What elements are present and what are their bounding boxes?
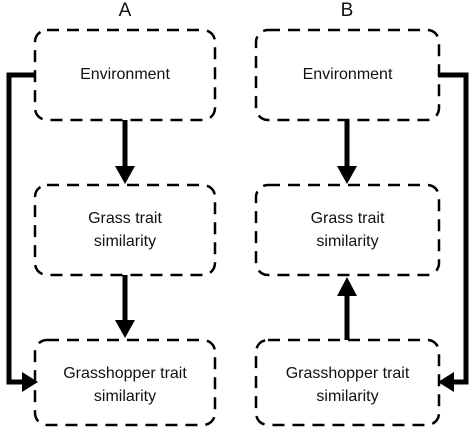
panel-b-grass-line1: Grass trait bbox=[310, 210, 385, 227]
panel-a-grass-line2: similarity bbox=[93, 233, 157, 250]
panel-a-env-to-grass-arrow bbox=[115, 120, 135, 184]
panel-a-grass-box bbox=[33, 183, 217, 277]
panel-a-grasshopper-label: Grasshopper trait similarity bbox=[35, 362, 215, 408]
panel-b-environment-label: Environment bbox=[256, 63, 439, 86]
panel-b-env-to-grasshopper-side-arrow bbox=[438, 72, 469, 392]
panel-b-letter: B bbox=[340, 0, 354, 21]
panel-a-grass-to-grasshopper-arrow bbox=[115, 275, 135, 338]
panel-a-letter: A bbox=[118, 0, 132, 21]
panel-a-grasshopper-line2: similarity bbox=[93, 388, 157, 405]
panel-a-environment-label: Environment bbox=[35, 63, 215, 86]
panel-b-grasshopper-line2: similarity bbox=[316, 388, 379, 405]
panel-a-grasshopper-line1: Grasshopper trait bbox=[63, 365, 187, 382]
panel-b-env-to-grass-arrow bbox=[337, 120, 357, 184]
panel-a-grasshopper-box bbox=[33, 338, 217, 427]
panel-b-grass-label: Grass trait similarity bbox=[256, 207, 439, 253]
panel-b-environment-text: Environment bbox=[302, 66, 393, 83]
panel-b-grasshopper-line1: Grasshopper trait bbox=[285, 365, 410, 382]
panel-a-grass-line1: Grass trait bbox=[88, 210, 162, 227]
panel-a-env-to-grasshopper-side-arrow bbox=[6, 72, 38, 392]
panel-a-environment-text: Environment bbox=[80, 66, 170, 83]
panel-b-grass-box bbox=[254, 183, 441, 277]
panel-b-grasshopper-label: Grasshopper trait similarity bbox=[256, 362, 439, 408]
panel-a-grass-label: Grass trait similarity bbox=[35, 207, 215, 253]
panel-b-grasshopper-to-grass-arrow bbox=[337, 277, 357, 340]
panel-b-grass-line2: similarity bbox=[316, 233, 379, 250]
